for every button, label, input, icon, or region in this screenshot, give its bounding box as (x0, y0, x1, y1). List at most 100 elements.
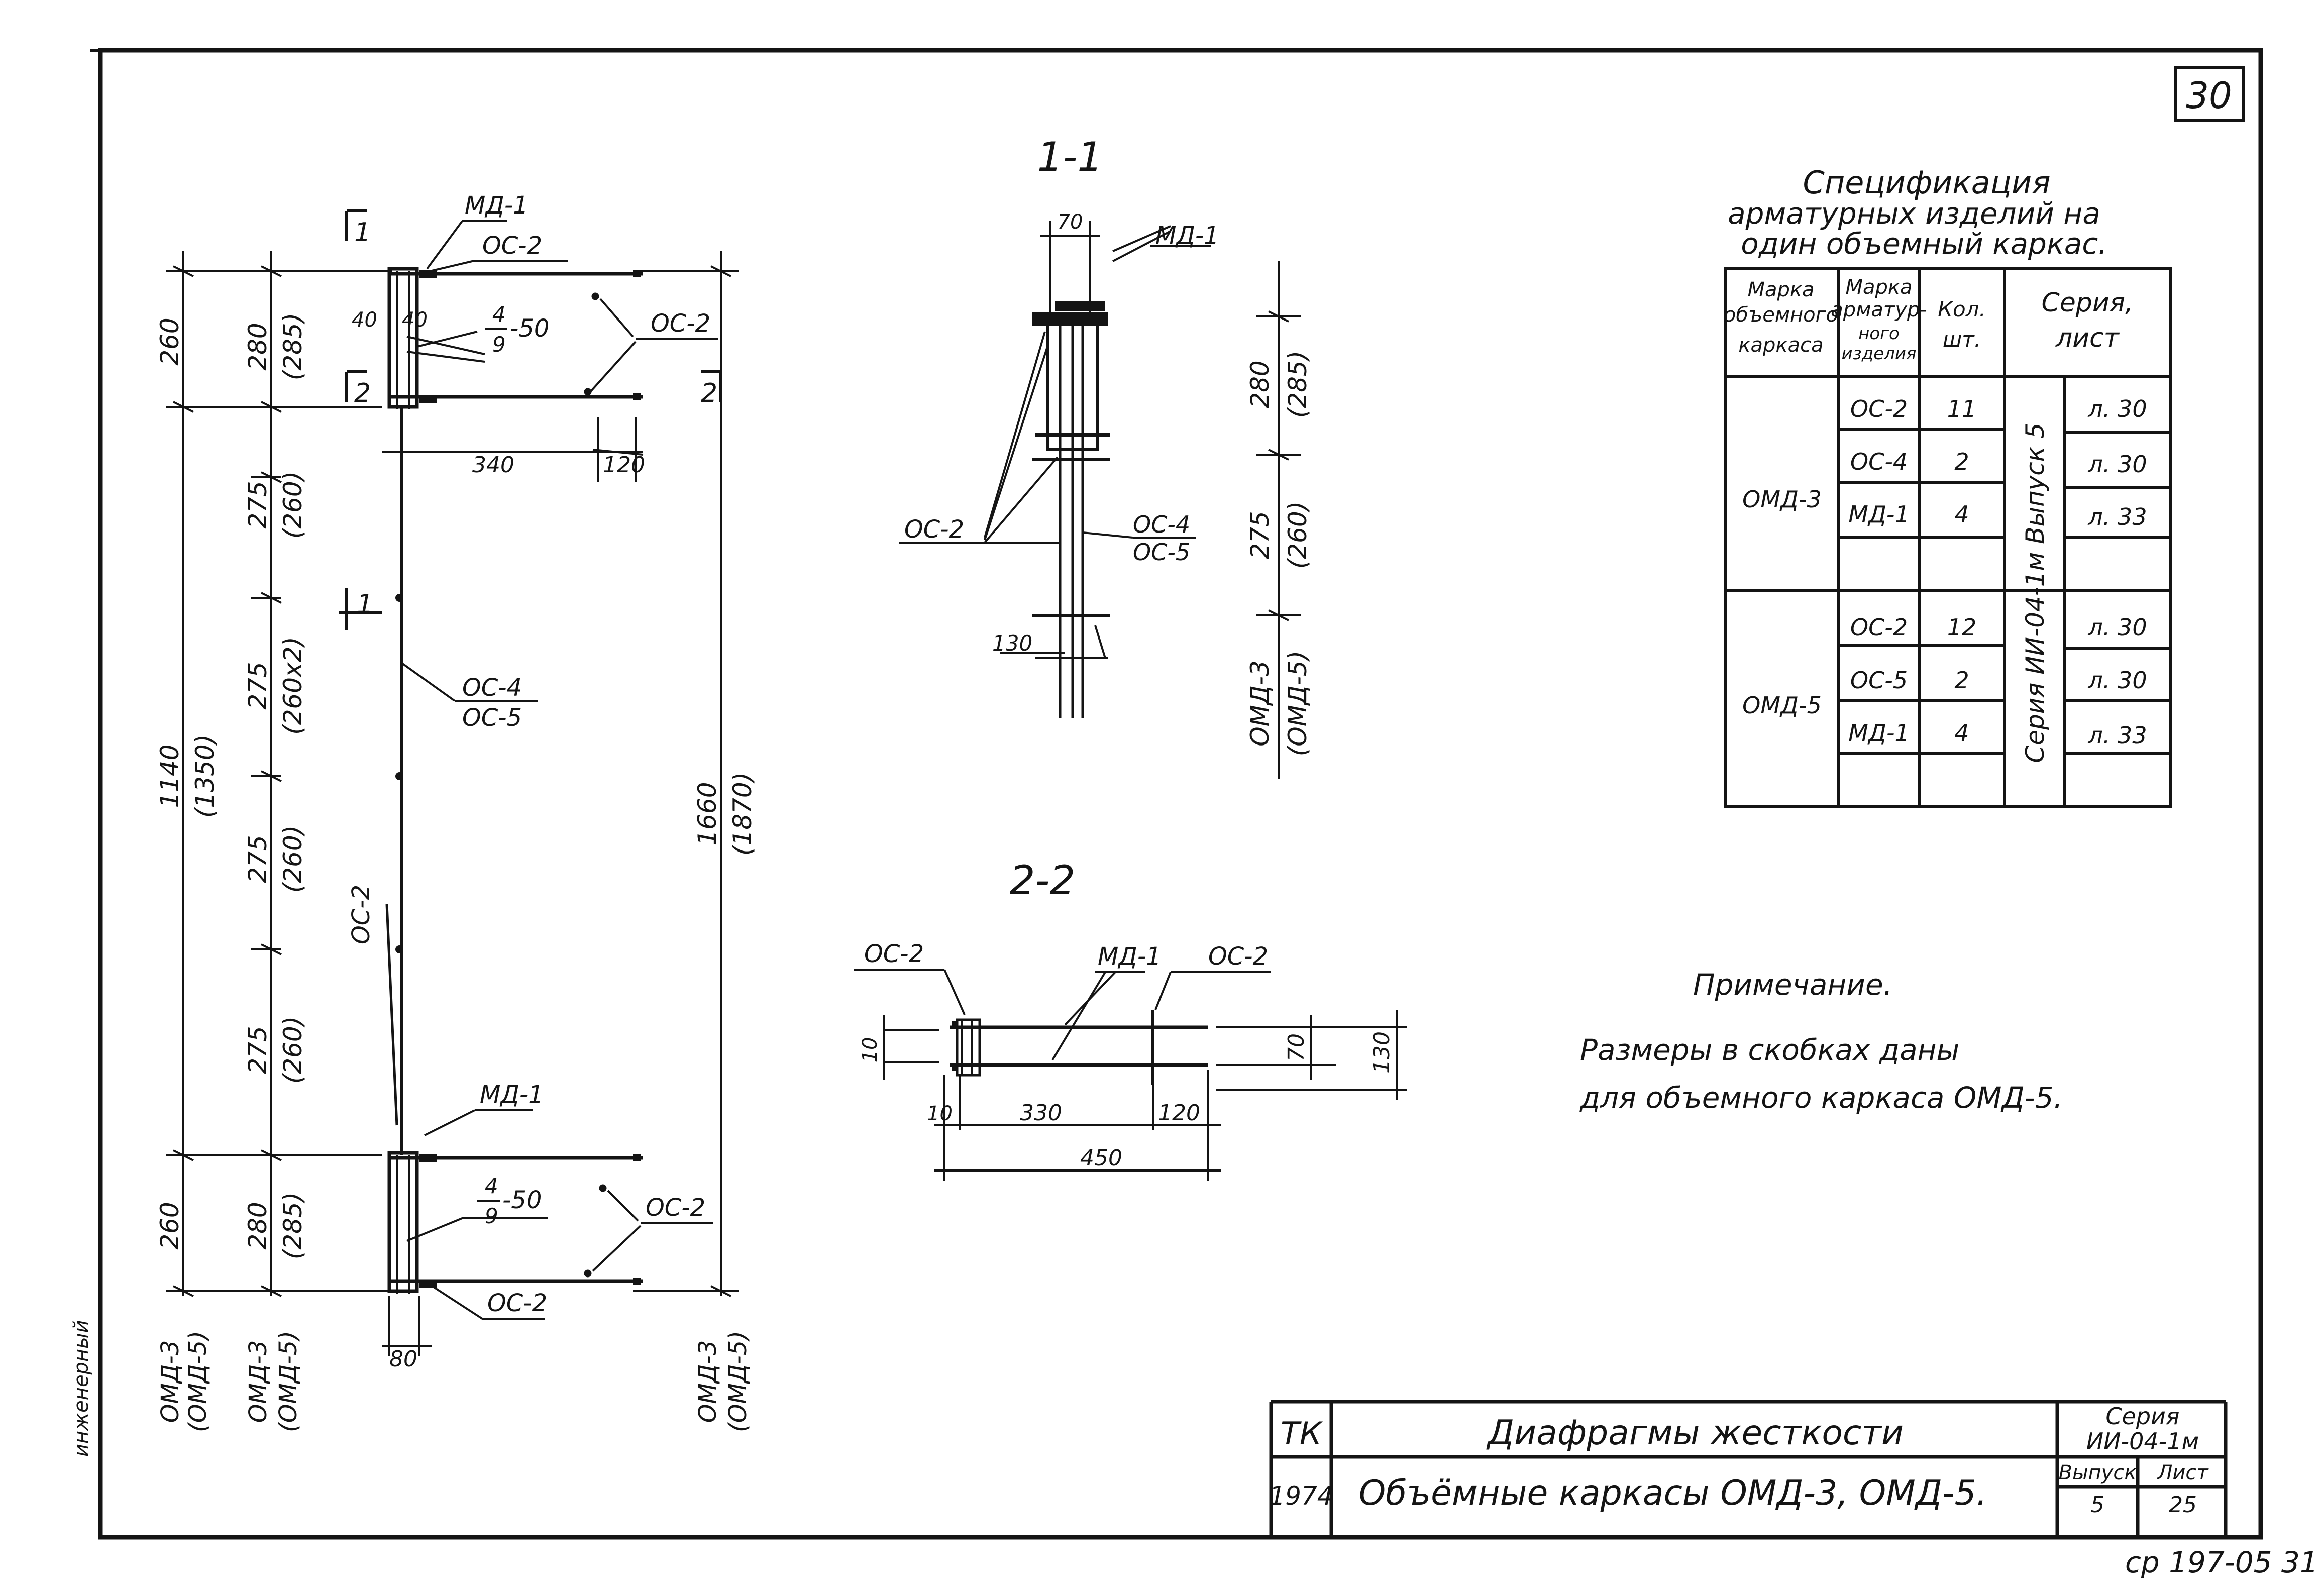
spec-h1-line2: объемного (1724, 303, 1838, 327)
spec-omd5-sheet-1: л. 30 (2087, 614, 2147, 641)
spec-omd3-qty-1: 11 (1947, 395, 1977, 422)
title-issue-label: Выпуск (2059, 1461, 2137, 1484)
s2-dim-450: 450 (1080, 1145, 1122, 1171)
dim-inner-4: (260) (278, 471, 307, 539)
frac-den-bottom: 9 (485, 1204, 498, 1228)
note-title: Примечание. (1693, 968, 1892, 1002)
s2-dim-70: 70 (1284, 1033, 1309, 1061)
spec-h2-line4: изделия (1842, 344, 1917, 364)
spec-title-2: арматурных изделий на (1728, 196, 2100, 231)
main-elevation-view (166, 209, 739, 1356)
margin-text: инженерный (70, 1320, 93, 1457)
section-2-2: 2-2 (854, 857, 1407, 1181)
title-sheet-value: 25 (2169, 1492, 2197, 1518)
dim-inner-6: (260х2) (278, 636, 307, 735)
s1-callout-oc2: ОС-2 (904, 515, 964, 544)
section-2-2-title: 2-2 (1010, 857, 1076, 904)
title-series-value: ИИ-04-1м (2086, 1428, 2199, 1455)
callout-oc2-bottom: ОС-2 (487, 1289, 547, 1317)
spec-omd5-sheet-3: л. 33 (2087, 722, 2147, 749)
s2-dim-120: 120 (1158, 1100, 1200, 1126)
specification-table: Спецификация арматурных изделий на один … (1724, 164, 2172, 808)
bottom-label-3a: ОМД-3 (694, 1340, 722, 1423)
spec-omd3-sheet-3: л. 33 (2087, 503, 2147, 530)
dim-inner-7: 275 (243, 835, 272, 883)
bottom-label-1a: ОМД-3 (156, 1340, 184, 1423)
spec-omd5-item-2: ОС-5 (1850, 667, 1908, 694)
spec-h4-line2: лист (2055, 323, 2120, 353)
top-cage (387, 267, 643, 409)
spec-omd3-item-3: МД-1 (1848, 501, 1910, 528)
s2-dim-130: 130 (1369, 1031, 1395, 1074)
title-line-1: Диафрагмы жесткости (1486, 1413, 1904, 1453)
callout-oc2-top: ОС-2 (482, 232, 542, 260)
note-line-2: для объемного каркаса ОМД-5. (1579, 1081, 2063, 1115)
frac-num-bottom: 4 (485, 1174, 498, 1198)
callout-oc2-bottom-right: ОС-2 (646, 1194, 705, 1222)
s1-dim-280: 280 (1245, 360, 1275, 408)
dim-left-260-top: 260 (155, 317, 184, 365)
s1-dim-275: 275 (1245, 511, 1275, 559)
dim-right-1660: 1660 (693, 782, 722, 845)
spec-h1-line1: Марка (1747, 278, 1814, 301)
bottom-label-3b: (ОМД-5) (724, 1331, 752, 1432)
spec-title-1: Спецификация (1803, 164, 2050, 201)
spec-omd3-item-2: ОС-4 (1850, 448, 1908, 475)
spec-frame-omd5: ОМД-5 (1742, 692, 1822, 719)
dim-inner-3: 275 (243, 481, 272, 528)
dim-80: 80 (389, 1346, 417, 1372)
dim-right-1870: (1870) (728, 772, 757, 856)
dim-left-1350: (1350) (190, 734, 220, 818)
dim-40-a: 40 (352, 308, 377, 332)
s1-label-omd3: ОМД-3 (1245, 660, 1275, 746)
s2-dim-10-vertical: 10 (859, 1037, 882, 1063)
s1-dim-130: 130 (992, 631, 1032, 656)
note-line-1: Размеры в скобках даны (1580, 1033, 1959, 1067)
callout-oc2-side: ОС-2 (347, 885, 375, 944)
section-marker-1-mid: 1 (357, 589, 373, 619)
sheet-number: 30 (2186, 74, 2232, 117)
spec-frame-omd3: ОМД-3 (1742, 486, 1822, 513)
spec-omd3-sheet-1: л. 30 (2087, 395, 2147, 422)
callout-oc2-top-right: ОС-2 (651, 309, 710, 338)
section-marker-2-left: 2 (354, 378, 371, 408)
s1-dim-260: (260) (1283, 501, 1312, 569)
footer-code: ср 197-05 31 (2125, 1545, 2318, 1579)
spec-omd3-sheet-2: л. 30 (2087, 451, 2147, 478)
title-series-label: Серия (2105, 1403, 2179, 1430)
s2-callout-md1: МД-1 (1098, 942, 1162, 971)
s2-dim-10-horizontal: 10 (927, 1102, 953, 1125)
dim-inner-12: (285) (278, 1192, 307, 1259)
dim-inner-1: 280 (243, 323, 272, 370)
spec-series-vertical: Серия ИИ-04-1м Выпуск 5 (2021, 422, 2050, 763)
s1-label-omd5: (ОМД-5) (1283, 651, 1312, 756)
callout-oc4: ОС-4 (462, 674, 522, 702)
note-block: Примечание. Размеры в скобках даны для о… (1579, 968, 2063, 1115)
section-marker-1-top: 1 (354, 218, 371, 248)
section-1-1-title: 1-1 (1037, 134, 1103, 180)
section-marker-2-right: 2 (701, 378, 717, 408)
callout-md1-top: МД-1 (465, 191, 529, 220)
s1-callout-md1: МД-1 (1155, 222, 1219, 250)
dim-inner-5: 275 (243, 662, 272, 709)
spec-h3-line2: шт. (1943, 327, 1981, 352)
bottom-label-2b: (ОМД-5) (274, 1331, 302, 1432)
spec-omd5-qty-3: 4 (1954, 719, 1969, 747)
s1-callout-oc5: ОС-5 (1133, 539, 1190, 566)
bottom-cage (387, 1151, 643, 1294)
spec-omd5-item-3: МД-1 (1848, 719, 1910, 747)
spec-omd5-qty-1: 12 (1947, 614, 1977, 641)
dim-left-1140: 1140 (155, 744, 184, 808)
title-block: ТК 1974 Диафрагмы жесткости Объёмные кар… (1269, 1400, 2228, 1537)
dim-40-b: 40 (402, 308, 428, 332)
dim-inner-2: (285) (278, 313, 307, 380)
dim-inner-8: (260) (278, 825, 307, 893)
section-1-1: 1-1 (899, 134, 1312, 779)
s2-callout-oc2-right: ОС-2 (1208, 942, 1268, 971)
spec-title-3: один объемный каркас. (1741, 227, 2107, 261)
dim-left-260-bottom: 260 (155, 1202, 184, 1249)
title-line-2: Объёмные каркасы ОМД-3, ОМД-5. (1359, 1473, 1987, 1513)
spec-h1-line3: каркаса (1738, 334, 1823, 357)
title-org: ТК (1281, 1415, 1323, 1452)
s1-callout-oc4: ОС-4 (1133, 511, 1190, 538)
